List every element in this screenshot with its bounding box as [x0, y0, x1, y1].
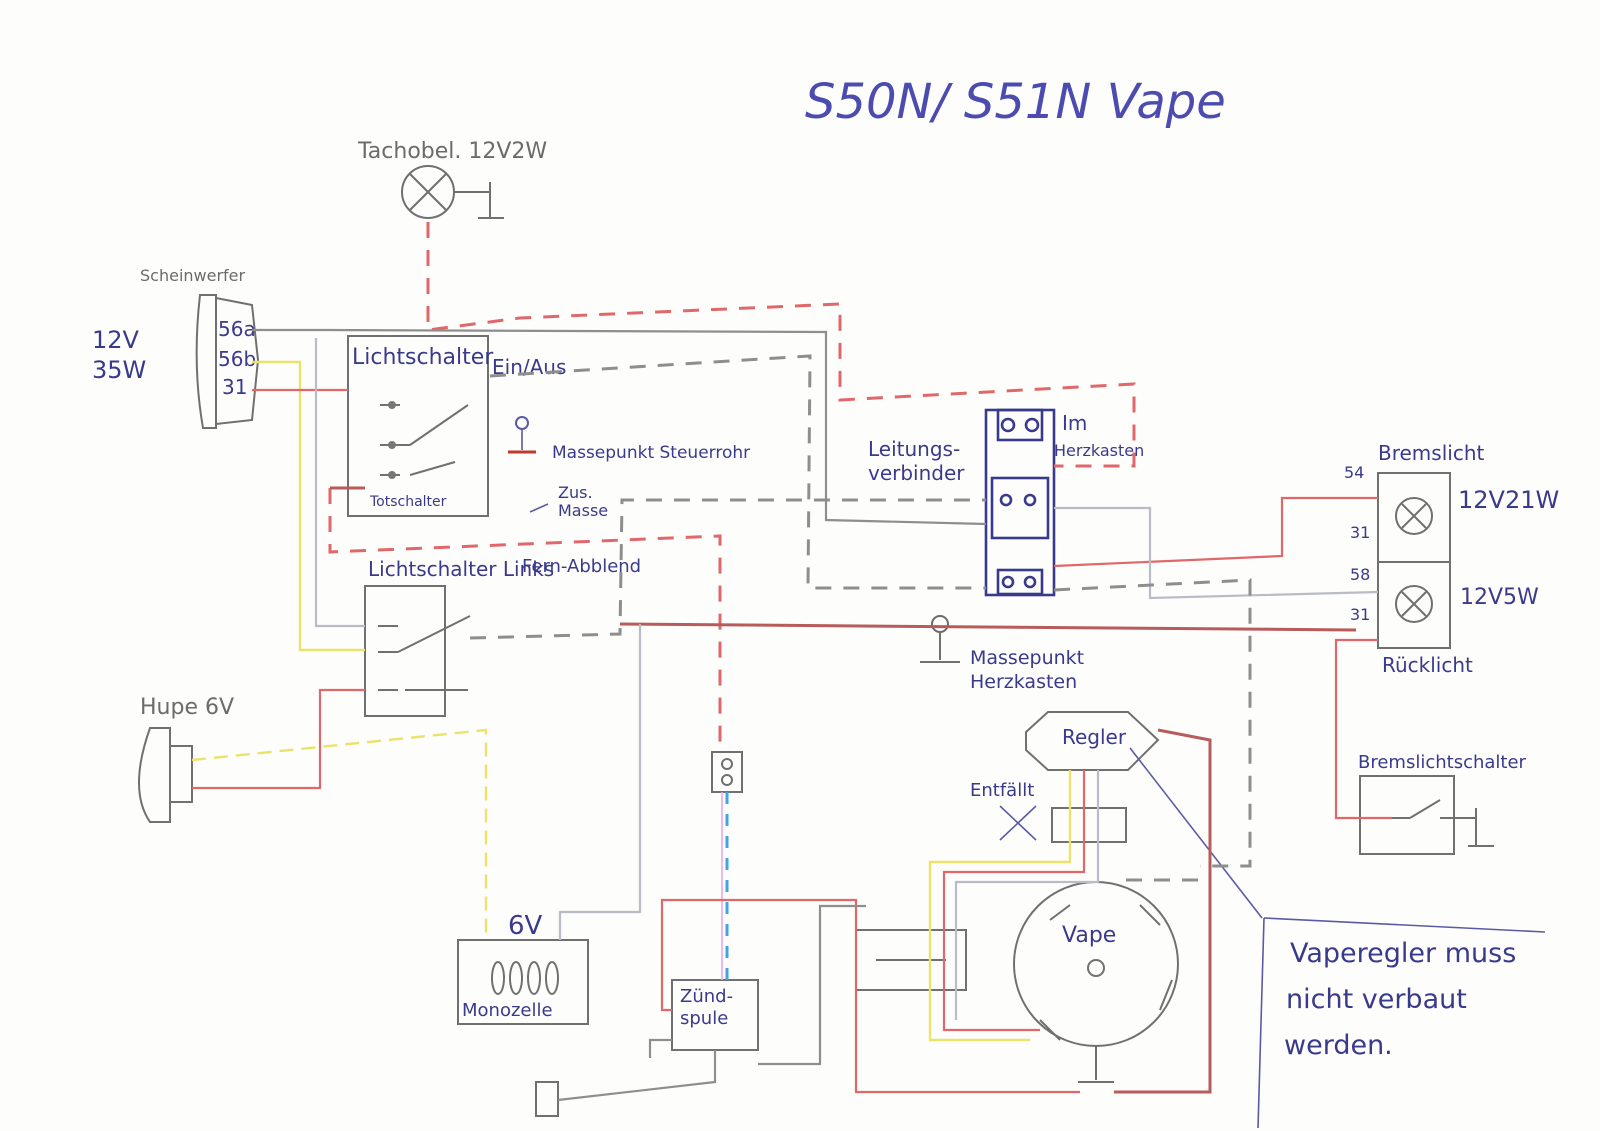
- wire-56a-to-left-switch: [314, 338, 365, 628]
- wire-regulator-red: [942, 770, 1086, 1032]
- light-switch-label: Lichtschalter: [352, 345, 494, 370]
- wire-56b-yellow: [252, 360, 365, 652]
- ground-point-frame: [920, 615, 960, 663]
- wire-rear-gray-dashed: [1053, 578, 1252, 868]
- battery-voltage: 6V: [508, 911, 543, 941]
- connector-label-2: verbinder: [868, 461, 965, 485]
- battery: [457, 939, 589, 1025]
- ignition-coil-label-1: Zünd-: [680, 986, 733, 1007]
- headlight-rating-voltage: 12V: [92, 326, 140, 354]
- tail-light-rating: 12V5W: [1460, 585, 1539, 610]
- brake-light-label: Bremslicht: [1378, 441, 1484, 465]
- wire-horn-red: [192, 688, 365, 790]
- in-frame-label-2: Herzkasten: [1054, 441, 1144, 460]
- kill-switch-label: Totschalter: [369, 494, 447, 510]
- vape-generator: [855, 881, 1179, 1083]
- wire-horn-yellow: [191, 728, 488, 940]
- left-switch-label-1: Lichtschalter Links: [368, 557, 554, 581]
- tail-light-label: Rücklicht: [1382, 653, 1473, 677]
- wire-generator-red: [660, 898, 1080, 1094]
- ignition-coil-label-2: spule: [680, 1008, 728, 1029]
- extra-ground-label-2: Masse: [558, 501, 608, 520]
- tacho-label: Tachobel. 12V2W: [357, 139, 547, 164]
- regulator-label: Regler: [1062, 725, 1127, 749]
- wire-56a-gray: [252, 328, 987, 526]
- wire-regulator-out: [1114, 728, 1212, 1094]
- wire-regulator-gray: [954, 770, 1100, 1020]
- regulator: [1025, 711, 1160, 843]
- horn-label: Hupe 6V: [140, 695, 234, 720]
- vape-label: Vape: [1062, 923, 1116, 948]
- connector-label-1: Leitungs-: [868, 437, 960, 461]
- terminal-54: 54: [1344, 463, 1364, 482]
- brake-light-rating: 12V21W: [1458, 486, 1559, 514]
- headlight-label: Scheinwerfer: [140, 266, 246, 285]
- headlight: [195, 294, 260, 429]
- wire-brake-red: [1053, 496, 1378, 568]
- terminal-56a: 56a: [218, 317, 256, 341]
- note-box: [1129, 747, 1546, 1129]
- in-frame-label-1: Im: [1062, 411, 1087, 435]
- rear-lamps: [1377, 472, 1451, 649]
- terminal-58: 58: [1350, 565, 1370, 584]
- wire-ground-bus: [619, 622, 1357, 632]
- light-switch: [347, 335, 489, 517]
- wire-ignition-red-dashed: [328, 488, 722, 752]
- terminal-31-brake: 31: [1350, 523, 1370, 542]
- terminal-31: 31: [222, 375, 247, 399]
- left-light-switch: [364, 585, 471, 717]
- ignition-coil: [535, 751, 759, 1117]
- ground-frame-label-2: Herzkasten: [970, 671, 1077, 693]
- wires: [191, 222, 1392, 1102]
- brake-light-switch: [1359, 775, 1494, 855]
- dip-switch-label: Fern-Abblend: [522, 556, 641, 577]
- wire-connector-block: [984, 408, 1056, 597]
- omitted-cross-mark: [999, 805, 1037, 841]
- ground-point-steering: [508, 416, 536, 454]
- brake-switch-label: Bremslichtschalter: [1358, 752, 1527, 773]
- diagram-title: S50N/ S51N Vape: [805, 74, 1226, 130]
- ground-steering-label: Massepunkt Steuerrohr: [552, 443, 750, 463]
- wire-tail-gray: [1054, 506, 1379, 600]
- note-line-1: Vaperegler muss: [1290, 938, 1516, 969]
- horn: [138, 727, 193, 823]
- omitted-label: Entfällt: [970, 780, 1034, 801]
- wire-spark-gray: [557, 1038, 717, 1102]
- wire-regulator-yellow: [928, 770, 1072, 1042]
- wire-brake-switch-red: [1334, 638, 1392, 820]
- headlight-rating-power: 35W: [92, 356, 146, 384]
- tacho-lamp: [401, 165, 504, 219]
- wire-coil-gray: [758, 904, 866, 1066]
- terminal-31-tail: 31: [1350, 605, 1370, 624]
- ground-frame-label-1: Massepunkt: [970, 647, 1084, 669]
- extra-ground-arrow: [529, 503, 549, 513]
- battery-label: Monozelle: [462, 1000, 553, 1021]
- wire-tacho-red: [426, 222, 1136, 468]
- note-line-3: werden.: [1284, 1030, 1393, 1061]
- note-line-2: nicht verbaut: [1286, 984, 1467, 1015]
- extra-ground-label-1: Zus.: [558, 483, 593, 502]
- wire-battery-gray: [558, 624, 642, 940]
- terminal-56b: 56b: [218, 347, 256, 371]
